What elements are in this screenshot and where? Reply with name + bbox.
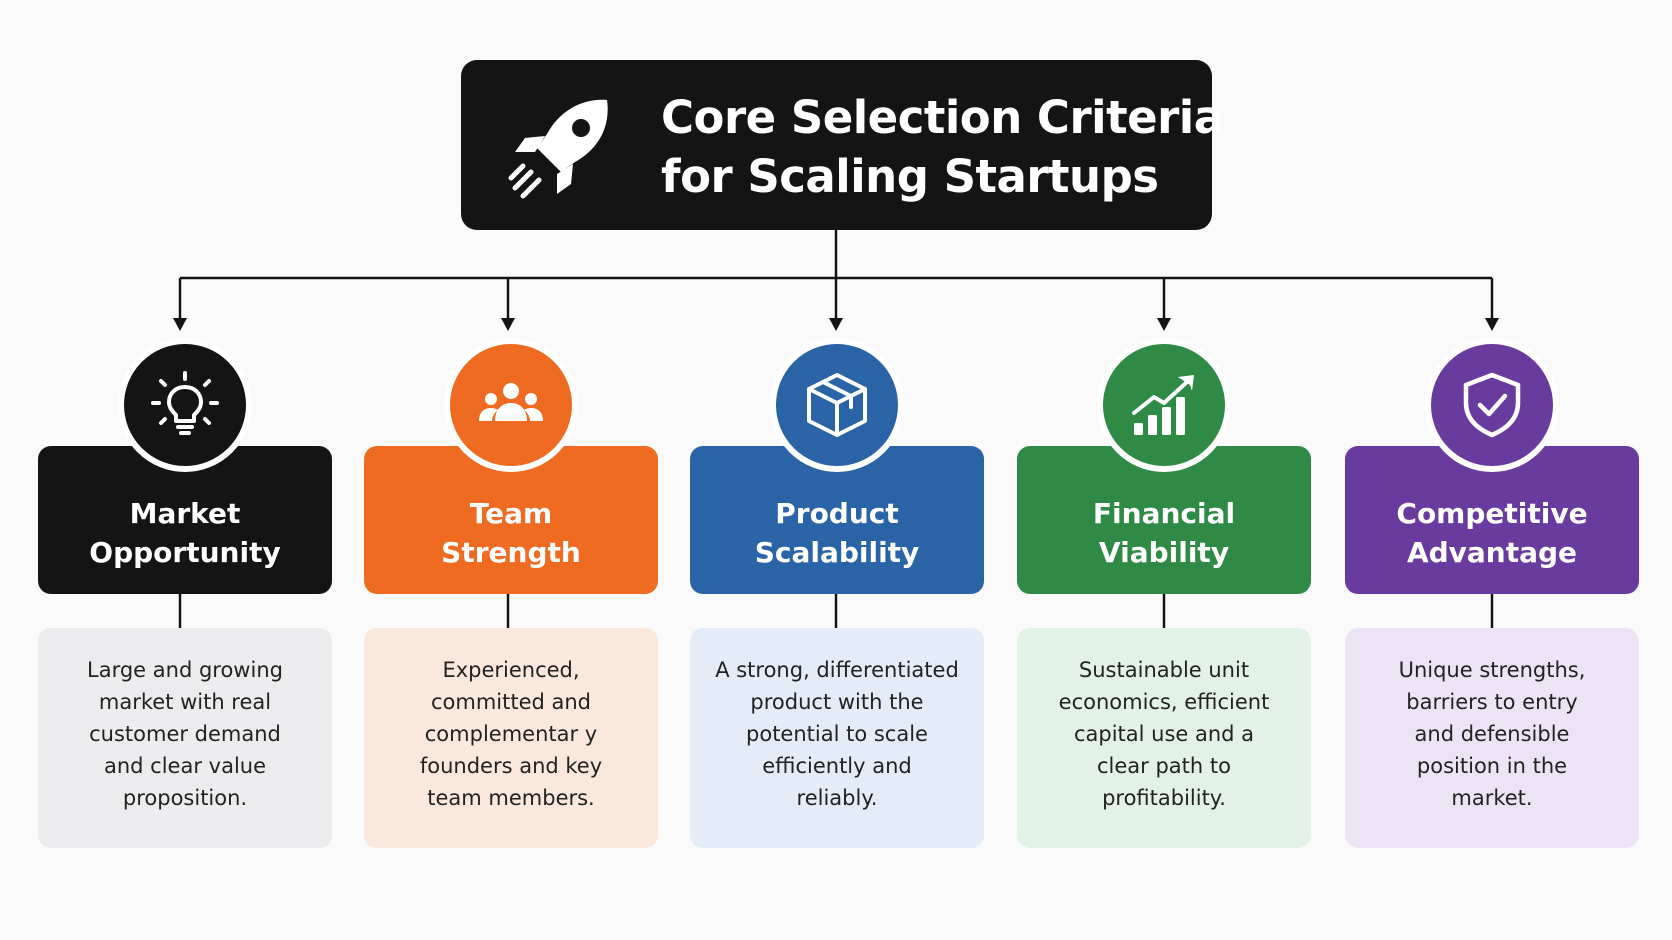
icon-circle bbox=[1425, 338, 1559, 472]
criterion-description-box: Large and growing market with real custo… bbox=[38, 628, 332, 848]
title-line-2: for Scaling Startups bbox=[661, 150, 1159, 203]
criterion-label-line: Team bbox=[469, 497, 553, 530]
icon-circle bbox=[770, 338, 904, 472]
description-line: committed and bbox=[430, 690, 592, 714]
description-line: A strong, differentiated bbox=[715, 658, 959, 682]
criterion-label: Market Opportunity bbox=[38, 494, 332, 572]
criterion-label-line: Opportunity bbox=[89, 536, 281, 569]
icon-circle bbox=[444, 338, 578, 472]
icon-circle bbox=[1097, 338, 1231, 472]
arrowhead-financial bbox=[1157, 318, 1171, 331]
criterion-label-line: Market bbox=[129, 497, 241, 530]
description-line: market. bbox=[1451, 786, 1533, 810]
shield-check-icon bbox=[1463, 372, 1521, 438]
criterion-label-line: Strength bbox=[441, 536, 581, 569]
description-line: Large and growing bbox=[87, 658, 283, 682]
description-line: reliably. bbox=[796, 786, 878, 810]
description-line: barriers to entry bbox=[1406, 690, 1578, 714]
description-line: and defensible bbox=[1414, 722, 1570, 746]
team-icon bbox=[479, 383, 543, 421]
criterion-description: Sustainable unit economics, efficient ca… bbox=[1027, 654, 1301, 814]
growth-chart-icon bbox=[1132, 375, 1194, 435]
criterion-label: Product Scalability bbox=[690, 494, 984, 572]
description-line: team members. bbox=[427, 786, 595, 810]
criterion-label: Competitive Advantage bbox=[1345, 494, 1639, 572]
arrowhead-team bbox=[501, 318, 515, 331]
description-line: complementar y bbox=[424, 722, 598, 746]
description-line: position in the bbox=[1416, 754, 1568, 778]
description-line: Unique strengths, bbox=[1398, 658, 1586, 682]
criterion-description-box: A strong, differentiated product with th… bbox=[690, 628, 984, 848]
criterion-description: A strong, differentiated product with th… bbox=[700, 654, 974, 814]
description-line: efficiently and bbox=[762, 754, 912, 778]
criterion-description-box: Unique strengths, barriers to entry and … bbox=[1345, 628, 1639, 848]
criterion-description: Large and growing market with real custo… bbox=[48, 654, 322, 814]
arrowhead-competitive bbox=[1485, 318, 1499, 331]
icon-circle bbox=[118, 338, 252, 472]
criterion-label-line: Scalability bbox=[754, 536, 920, 569]
rocket-icon bbox=[508, 99, 608, 199]
lightbulb-icon bbox=[151, 371, 219, 435]
criterion-description-box: Sustainable unit economics, efficient ca… bbox=[1017, 628, 1311, 848]
description-line: Experienced, bbox=[442, 658, 580, 682]
title-line-1: Core Selection Criteria bbox=[661, 91, 1224, 144]
description-line: and clear value bbox=[103, 754, 267, 778]
criterion-description-box: Experienced, committed and complementar … bbox=[364, 628, 658, 848]
description-line: capital use and a bbox=[1073, 722, 1255, 746]
description-line: clear path to bbox=[1097, 754, 1231, 778]
description-line: potential to scale bbox=[746, 722, 928, 746]
criterion-description: Experienced, committed and complementar … bbox=[374, 654, 648, 814]
description-line: proposition. bbox=[122, 786, 248, 810]
criterion-label-line: Advantage bbox=[1406, 536, 1578, 569]
title-box: Core Selection Criteria for Scaling Star… bbox=[461, 60, 1224, 230]
criterion-label-line: Financial bbox=[1092, 497, 1236, 530]
criterion-label-line: Product bbox=[775, 497, 899, 530]
criterion-label-line: Viability bbox=[1098, 536, 1230, 569]
box-icon bbox=[807, 373, 867, 437]
criterion-label-line: Competitive bbox=[1396, 497, 1588, 530]
criterion-description: Unique strengths, barriers to entry and … bbox=[1355, 654, 1629, 814]
description-line: product with the bbox=[750, 690, 924, 714]
description-line: Sustainable unit bbox=[1078, 658, 1250, 682]
criterion-label: Financial Viability bbox=[1017, 494, 1311, 572]
description-line: customer demand bbox=[89, 722, 281, 746]
description-line: market with real bbox=[98, 690, 272, 714]
description-line: profitability. bbox=[1102, 786, 1226, 810]
arrowhead-market bbox=[173, 318, 187, 331]
arrowhead-product bbox=[829, 318, 843, 331]
description-line: founders and key bbox=[419, 754, 603, 778]
criterion-label: Team Strength bbox=[364, 494, 658, 572]
diagram-title: Core Selection Criteria for Scaling Star… bbox=[661, 88, 1224, 206]
description-line: economics, efficient bbox=[1058, 690, 1270, 714]
